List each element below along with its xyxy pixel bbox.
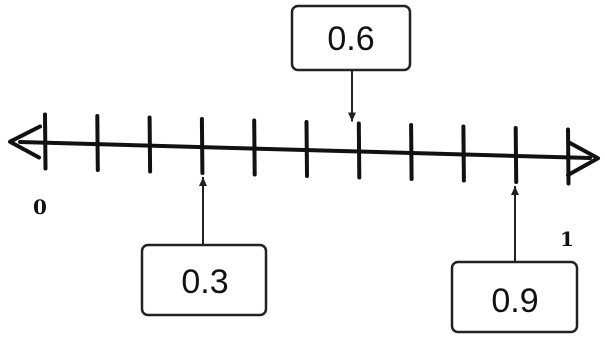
callout-value-label: 0.6 bbox=[327, 20, 374, 58]
callout-arrow-tip bbox=[348, 112, 356, 122]
callout-box bbox=[450, 260, 579, 334]
callout-0-6: 0.6 bbox=[290, 4, 412, 122]
tick-mark-5 bbox=[304, 120, 309, 178]
callout-box bbox=[140, 243, 268, 317]
callout-arrow-tip bbox=[199, 177, 207, 186]
tick-mark-2 bbox=[147, 115, 153, 174]
tick-marks bbox=[43, 112, 571, 186]
tick-mark-9 bbox=[513, 126, 519, 184]
tick-mark-8 bbox=[461, 124, 466, 183]
callout-box bbox=[290, 4, 412, 72]
tick-mark-6 bbox=[356, 121, 362, 180]
callout-value-label: 0.9 bbox=[491, 282, 538, 320]
tick-mark-1 bbox=[95, 114, 100, 172]
tick-mark-7 bbox=[409, 123, 414, 181]
left-arrowhead bbox=[8, 124, 42, 160]
callout-0-9: 0.9 bbox=[450, 186, 579, 334]
tick-mark-4 bbox=[252, 118, 257, 177]
callouts: 0.6 0.3 0.9 bbox=[140, 4, 579, 334]
tick-mark-0 bbox=[43, 112, 48, 171]
callout-value-label: 0.3 bbox=[181, 263, 228, 301]
callout-0-3: 0.3 bbox=[140, 177, 268, 317]
start-value-label: 0 bbox=[33, 195, 47, 219]
right-arrowhead bbox=[566, 141, 600, 177]
end-value-label: 1 bbox=[560, 227, 574, 251]
tick-mark-10 bbox=[566, 127, 571, 186]
tick-mark-3 bbox=[199, 117, 205, 175]
callout-arrow-tip bbox=[511, 186, 519, 195]
